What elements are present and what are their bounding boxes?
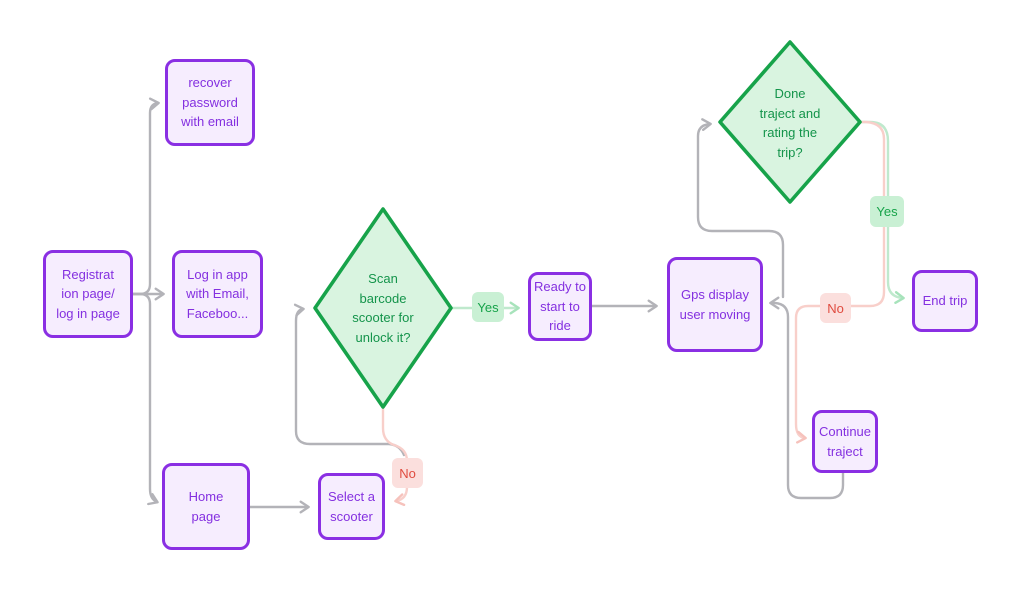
edge-registration-to-home — [131, 292, 159, 506]
node-continue-traject[interactable]: Continue traject — [812, 410, 878, 473]
edge-label-no-done[interactable]: No — [820, 293, 851, 323]
decision-scan-barcode[interactable] — [313, 207, 453, 409]
edge-gps-to-done — [696, 118, 785, 299]
edge-label-yes-done[interactable]: Yes — [870, 196, 904, 227]
node-select-scooter[interactable]: Select a scooter — [318, 473, 385, 540]
node-registration-page[interactable]: Registrat ion page/ log in page — [43, 250, 133, 338]
edge-done-yes-to-endtrip — [858, 120, 905, 304]
edge-continue-to-gps — [769, 296, 845, 500]
edge-label-yes-scan[interactable]: Yes — [472, 292, 504, 322]
edge-scan-no-to-select — [381, 407, 409, 507]
node-end-trip[interactable]: End trip — [912, 270, 978, 332]
node-recover-password[interactable]: recover password with email — [165, 59, 255, 146]
node-ready-to-ride[interactable]: Ready to start to ride — [528, 272, 592, 341]
decision-done-traject-label: Done traject and rating the trip? — [759, 86, 821, 160]
node-login-app[interactable]: Log in app with Email, Faceboo... — [172, 250, 263, 338]
edge-registration-to-recover — [131, 97, 160, 296]
edge-done-no-to-continue — [794, 120, 886, 444]
decision-scan-barcode-label: Scan barcode scooter for unlock it? — [352, 271, 414, 345]
decision-done-traject[interactable] — [718, 40, 862, 204]
node-home-page[interactable]: Home page — [162, 463, 250, 550]
edge-label-no-scan[interactable]: No — [392, 458, 423, 488]
node-gps-display[interactable]: Gps display user moving — [667, 257, 763, 352]
